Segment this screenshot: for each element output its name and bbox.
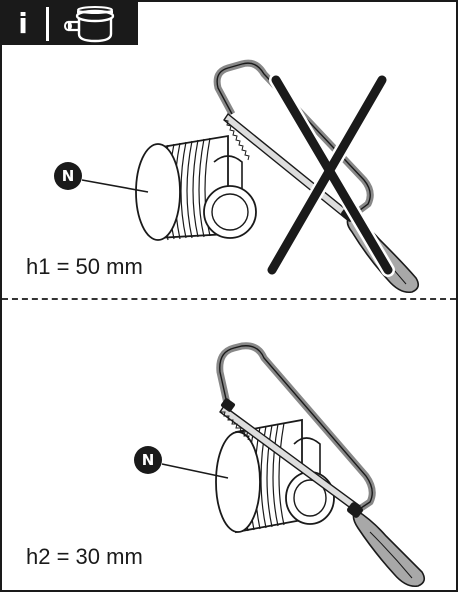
- correct-cut-illustration: N: [134, 342, 426, 588]
- hacksaw: [216, 342, 376, 513]
- svg-text:N: N: [62, 167, 75, 185]
- drain-fitting: [135, 134, 257, 241]
- info-icon: i: [18, 7, 28, 40]
- drain-fitting-icon: [64, 5, 115, 42]
- panel-divider: [2, 298, 456, 300]
- info-header: i: [2, 2, 138, 45]
- saw-handle: [347, 502, 426, 588]
- marker-n: N: [54, 162, 149, 193]
- svg-text:N: N: [142, 451, 155, 469]
- marker-n: N: [134, 446, 229, 479]
- cross-out-icon: [265, 73, 395, 277]
- header-divider: [46, 6, 49, 41]
- measurement-h2: h2 = 30 mm: [26, 544, 143, 569]
- incorrect-cut-illustration: N: [54, 59, 420, 294]
- measurement-h1: h1 = 50 mm: [26, 254, 143, 279]
